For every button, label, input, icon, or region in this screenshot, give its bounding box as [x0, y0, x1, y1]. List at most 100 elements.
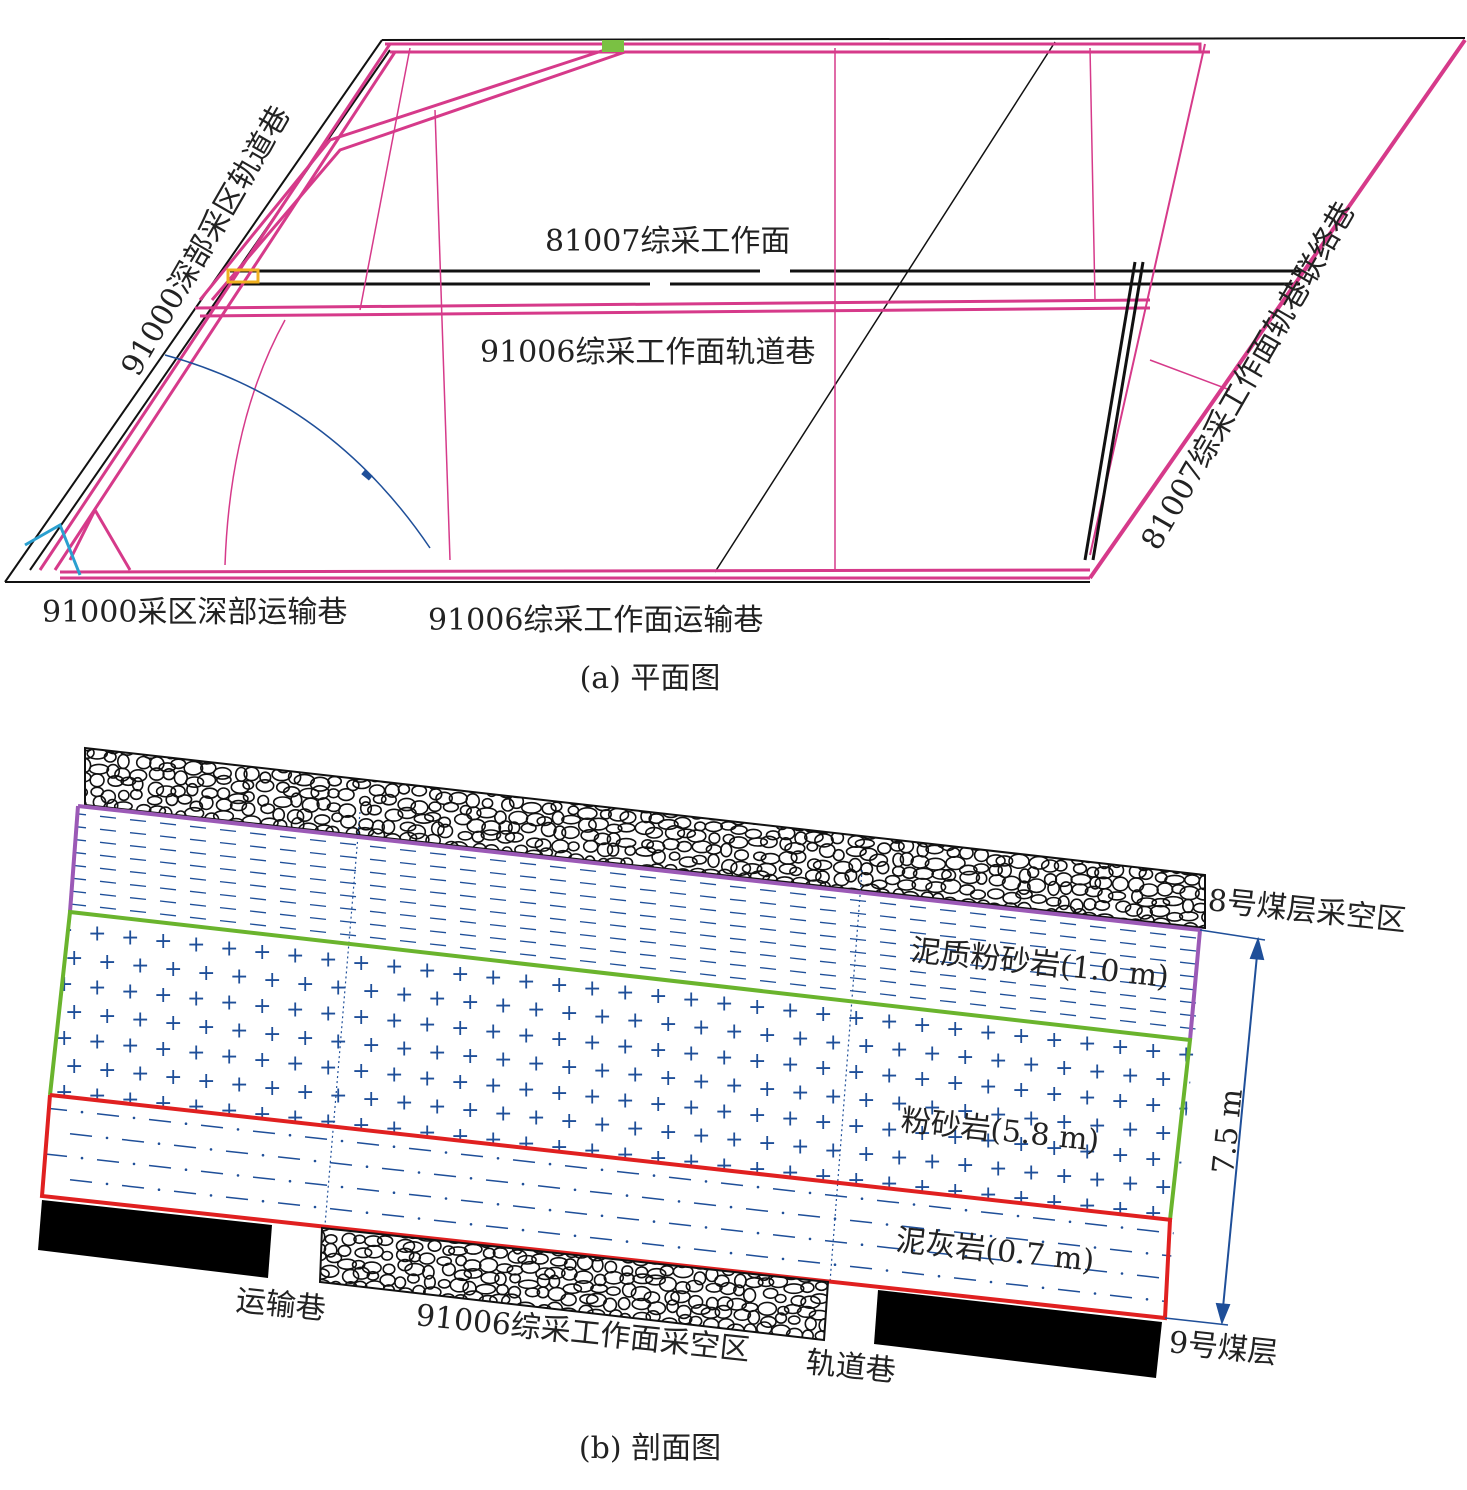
- svg-text:+: +: [263, 968, 281, 993]
- svg-text:+: +: [1012, 1078, 1030, 1103]
- svg-text:+: +: [946, 1017, 964, 1042]
- svg-text:+: +: [319, 1109, 337, 1134]
- svg-text:+: +: [923, 1149, 941, 1174]
- svg-text:+: +: [461, 1098, 479, 1123]
- svg-text:+: +: [824, 1138, 842, 1163]
- svg-text:+: +: [1022, 1160, 1040, 1185]
- svg-text:+: +: [616, 980, 634, 1005]
- svg-text:+: +: [692, 1016, 710, 1041]
- svg-text:+: +: [649, 1092, 667, 1117]
- svg-text:+: +: [154, 929, 172, 954]
- svg-text:+: +: [1154, 1175, 1172, 1200]
- svg-text:+: +: [715, 1045, 733, 1070]
- svg-text:+: +: [154, 1091, 172, 1116]
- svg-text:+: +: [989, 1157, 1007, 1182]
- fault-curve: [164, 354, 431, 549]
- svg-text:+: +: [956, 1099, 974, 1124]
- svg-text:+: +: [791, 1081, 809, 1106]
- svg-text:+: +: [187, 933, 205, 958]
- svg-text:+: +: [418, 958, 436, 983]
- svg-text:+: +: [847, 1006, 865, 1031]
- svg-text:+: +: [913, 1121, 931, 1146]
- svg-text:+: +: [1144, 1039, 1162, 1064]
- svg-text:+: +: [913, 1067, 931, 1092]
- svg-text:+: +: [517, 969, 535, 994]
- green-boundary: [48, 909, 1193, 1221]
- svg-text:+: +: [352, 951, 370, 976]
- svg-text:+: +: [1012, 1024, 1030, 1049]
- svg-text:+: +: [814, 1002, 832, 1027]
- green-marker: [602, 40, 624, 52]
- svg-text:+: +: [428, 1040, 446, 1065]
- svg-text:+: +: [220, 990, 238, 1015]
- svg-text:+: +: [352, 1059, 370, 1084]
- svg-text:+: +: [649, 984, 667, 1009]
- svg-text:+: +: [230, 1018, 248, 1043]
- svg-text:+: +: [494, 1048, 512, 1073]
- svg-text:+: +: [65, 946, 83, 971]
- svg-text:+: +: [725, 1019, 743, 1044]
- svg-text:+: +: [1144, 1093, 1162, 1118]
- svg-text:+: +: [890, 1146, 908, 1171]
- svg-text:+: +: [880, 1064, 898, 1089]
- svg-text:+: +: [98, 1004, 116, 1029]
- svg-text:+: +: [583, 1031, 601, 1056]
- svg-text:+: +: [682, 1042, 700, 1067]
- svg-text:+: +: [197, 961, 215, 986]
- svg-text:+: +: [616, 1088, 634, 1113]
- svg-text:+: +: [593, 1059, 611, 1084]
- svg-text:+: +: [913, 1013, 931, 1038]
- svg-text:+: +: [758, 1077, 776, 1102]
- svg-text:+: +: [494, 994, 512, 1019]
- svg-text:+: +: [847, 1168, 865, 1193]
- svg-text:+: +: [164, 1011, 182, 1036]
- svg-text:+: +: [824, 1084, 842, 1109]
- svg-text:+: +: [550, 973, 568, 998]
- svg-text:+: +: [428, 986, 446, 1011]
- svg-text:+: +: [890, 1038, 908, 1063]
- svg-text:+: +: [814, 1164, 832, 1189]
- svg-text:+: +: [1012, 1186, 1030, 1211]
- label-seam-9: 9号煤层: [1167, 1325, 1279, 1371]
- svg-text:+: +: [88, 1084, 106, 1109]
- svg-text:+: +: [527, 1051, 545, 1076]
- svg-text:+: +: [286, 944, 304, 969]
- caption-section: (b) 剖面图: [579, 1431, 721, 1466]
- svg-text:+: +: [857, 1034, 875, 1059]
- svg-text:+: +: [352, 1113, 370, 1138]
- svg-text:+: +: [197, 1015, 215, 1040]
- svg-text:+: +: [428, 1094, 446, 1119]
- svg-text:+: +: [1045, 1190, 1063, 1215]
- svg-text:+: +: [88, 922, 106, 947]
- svg-text:+: +: [814, 1110, 832, 1135]
- svg-text:+: +: [890, 1092, 908, 1117]
- svg-text:+: +: [121, 1087, 139, 1112]
- svg-text:+: +: [395, 1091, 413, 1116]
- svg-text:+: +: [946, 1071, 964, 1096]
- svg-text:+: +: [979, 1129, 997, 1154]
- svg-text:+: +: [560, 1055, 578, 1080]
- svg-text:+: +: [781, 1161, 799, 1186]
- svg-text:+: +: [979, 1021, 997, 1046]
- svg-text:+: +: [484, 1128, 502, 1153]
- svg-text:+: +: [418, 1012, 436, 1037]
- svg-text:+: +: [1078, 1086, 1096, 1111]
- svg-text:+: +: [593, 1113, 611, 1138]
- svg-text:+: +: [461, 990, 479, 1015]
- svg-text:+: +: [253, 994, 271, 1019]
- svg-text:+: +: [286, 1106, 304, 1131]
- svg-text:+: +: [395, 1037, 413, 1062]
- goaf-8-gravel: [84, 746, 1206, 930]
- svg-text:+: +: [187, 1095, 205, 1120]
- svg-text:+: +: [484, 1074, 502, 1099]
- svg-text:+: +: [758, 1023, 776, 1048]
- svg-text:+: +: [989, 1103, 1007, 1128]
- svg-text:+: +: [626, 1062, 644, 1087]
- svg-text:+: +: [121, 925, 139, 950]
- svg-text:+: +: [286, 998, 304, 1023]
- svg-text:+: +: [956, 1153, 974, 1178]
- svg-text:+: +: [682, 1096, 700, 1121]
- svg-text:+: +: [1111, 1143, 1129, 1168]
- svg-text:+: +: [121, 1033, 139, 1058]
